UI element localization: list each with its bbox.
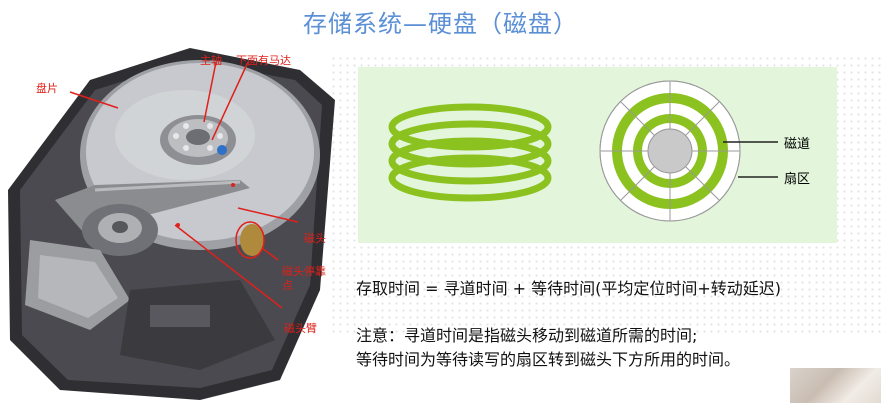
note-line-1: 注意：寻道时间是指磁头移动到磁道所需的时间; [356, 326, 698, 345]
label-arm: 磁头臂 [284, 322, 317, 335]
note-line-2: 等待时间为等待读写的扇区转到磁头下方所用的时间。 [356, 350, 741, 369]
slide-title: 存储系统—硬盘（磁盘） [303, 10, 578, 38]
stacked-platters-icon [388, 103, 552, 202]
label-track: 磁道 [784, 137, 811, 152]
disk-structure-diagram: 磁道 扇区 [358, 67, 837, 243]
label-sector: 扇区 [784, 172, 811, 187]
hard-disk-photo [8, 48, 335, 400]
label-park-line2: 点 [282, 279, 293, 292]
label-park-line1: 磁头停靠 [282, 265, 326, 278]
track-sector-disk-icon [599, 80, 741, 222]
label-platter: 盘片 [36, 82, 58, 95]
label-motor: 下面有马达 [236, 54, 291, 67]
label-spindle: 主轴 [200, 54, 222, 67]
webcam-overlay [790, 368, 881, 403]
access-time-formula: 存取时间 = 寻道时间 + 等待时间(平均定位时间+转动延迟) [356, 279, 782, 298]
label-head: 磁头 [304, 232, 326, 245]
